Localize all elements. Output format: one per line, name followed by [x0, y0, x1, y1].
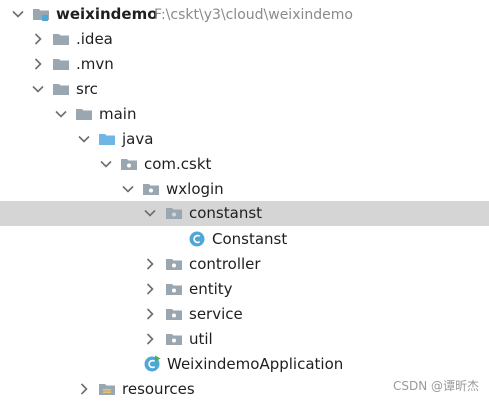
chevron-right-icon[interactable]: [142, 306, 158, 322]
source-folder-icon: [98, 130, 116, 148]
package-icon: [165, 255, 183, 273]
tree-row-wxlogin[interactable]: wxlogin: [0, 177, 489, 202]
tree-row-project-root[interactable]: weixindemo F:\cskt\y3\cloud\weixindemo: [0, 2, 489, 27]
package-icon: [142, 180, 160, 198]
tree-label-weixindemo-application: WeixindemoApplication: [167, 355, 344, 373]
tree-row-weixindemo-application[interactable]: WeixindemoApplication: [0, 352, 489, 377]
tree-label-idea: .idea: [76, 30, 113, 48]
package-icon: [165, 204, 183, 222]
spring-boot-class-icon: [143, 355, 161, 373]
tree-label-controller: controller: [189, 255, 261, 273]
package-icon: [165, 330, 183, 348]
package-icon: [120, 155, 138, 173]
tree-row-controller[interactable]: controller: [0, 252, 489, 277]
package-icon: [165, 280, 183, 298]
tree-row-mvn[interactable]: .mvn: [0, 52, 489, 77]
tree-label-constanst-class: Constanst: [212, 230, 288, 248]
tree-label-util: util: [189, 330, 213, 348]
chevron-right-icon[interactable]: [30, 56, 46, 72]
chevron-right-icon[interactable]: [30, 31, 46, 47]
chevron-right-icon[interactable]: [76, 381, 92, 397]
chevron-down-icon[interactable]: [53, 106, 69, 122]
tree-label-service: service: [189, 305, 243, 323]
chevron-right-icon[interactable]: [142, 281, 158, 297]
chevron-down-icon[interactable]: [30, 81, 46, 97]
tree-label-main: main: [99, 105, 137, 123]
project-name: weixindemo: [56, 5, 158, 23]
class-icon: [188, 230, 206, 248]
chevron-right-icon[interactable]: [142, 256, 158, 272]
folder-icon: [52, 30, 70, 48]
chevron-down-icon[interactable]: [10, 6, 26, 22]
tree-label-src: src: [76, 80, 98, 98]
tree-row-constanst-package[interactable]: constanst: [0, 201, 489, 226]
tree-label-entity: entity: [189, 280, 233, 298]
tree-row-entity[interactable]: entity: [0, 277, 489, 302]
chevron-down-icon[interactable]: [142, 205, 158, 221]
chevron-down-icon[interactable]: [120, 181, 136, 197]
tree-row-main[interactable]: main: [0, 102, 489, 127]
tree-label-constanst-package: constanst: [189, 204, 263, 222]
tree-row-constanst-class[interactable]: Constanst: [0, 227, 489, 252]
tree-label-resources: resources: [122, 380, 195, 398]
folder-icon: [52, 80, 70, 98]
watermark: CSDN @谭昕杰: [392, 379, 479, 393]
chevron-down-icon[interactable]: [76, 131, 92, 147]
module-folder-icon: [32, 5, 50, 23]
tree-label-java: java: [122, 130, 154, 148]
folder-icon: [75, 105, 93, 123]
tree-row-com-cskt[interactable]: com.cskt: [0, 152, 489, 177]
tree-row-src[interactable]: src: [0, 77, 489, 102]
package-icon: [165, 305, 183, 323]
tree-row-resources[interactable]: resources: [0, 377, 489, 402]
tree-label-wxlogin: wxlogin: [166, 180, 224, 198]
tree-row-util[interactable]: util: [0, 327, 489, 352]
resources-folder-icon: [98, 380, 116, 398]
tree-row-java[interactable]: java: [0, 127, 489, 152]
tree-row-service[interactable]: service: [0, 302, 489, 327]
chevron-right-icon[interactable]: [142, 331, 158, 347]
folder-icon: [52, 55, 70, 73]
chevron-down-icon[interactable]: [98, 156, 114, 172]
tree-row-idea[interactable]: .idea: [0, 27, 489, 52]
tree-label-mvn: .mvn: [76, 55, 114, 73]
tree-label-com-cskt: com.cskt: [144, 155, 212, 173]
project-path: F:\cskt\y3\cloud\weixindemo: [154, 7, 353, 23]
